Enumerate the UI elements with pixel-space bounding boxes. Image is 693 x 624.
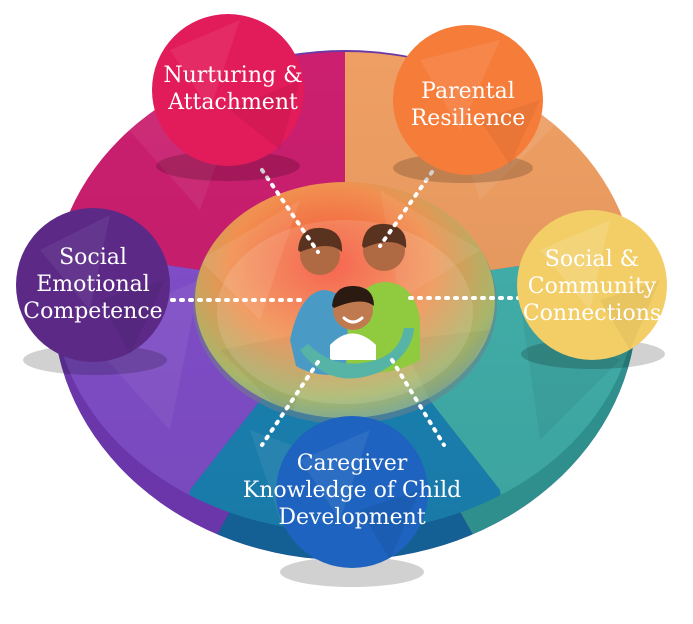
label-nurturing: Nurturing & Attachment	[163, 63, 303, 115]
connector-knowledge-right	[390, 358, 446, 447]
bubble-resilience	[393, 25, 543, 183]
bubble-community	[517, 210, 667, 369]
connector-resilience	[378, 170, 434, 248]
bubble-nurturing	[152, 14, 304, 181]
label-community: Social & Community Connections	[522, 247, 662, 326]
label-social-emotional: Social Emotional Competence	[23, 245, 163, 324]
bubble-social-emotional	[16, 208, 170, 375]
connector-lines	[170, 168, 522, 447]
connector-knowledge-left	[260, 360, 320, 447]
family-illustration	[290, 223, 420, 379]
bubble-knowledge	[276, 416, 428, 587]
label-resilience: Parental Resilience	[410, 79, 526, 131]
label-knowledge: Caregiver Knowledge of Child Development	[242, 451, 462, 530]
connector-nurturing	[260, 168, 320, 254]
